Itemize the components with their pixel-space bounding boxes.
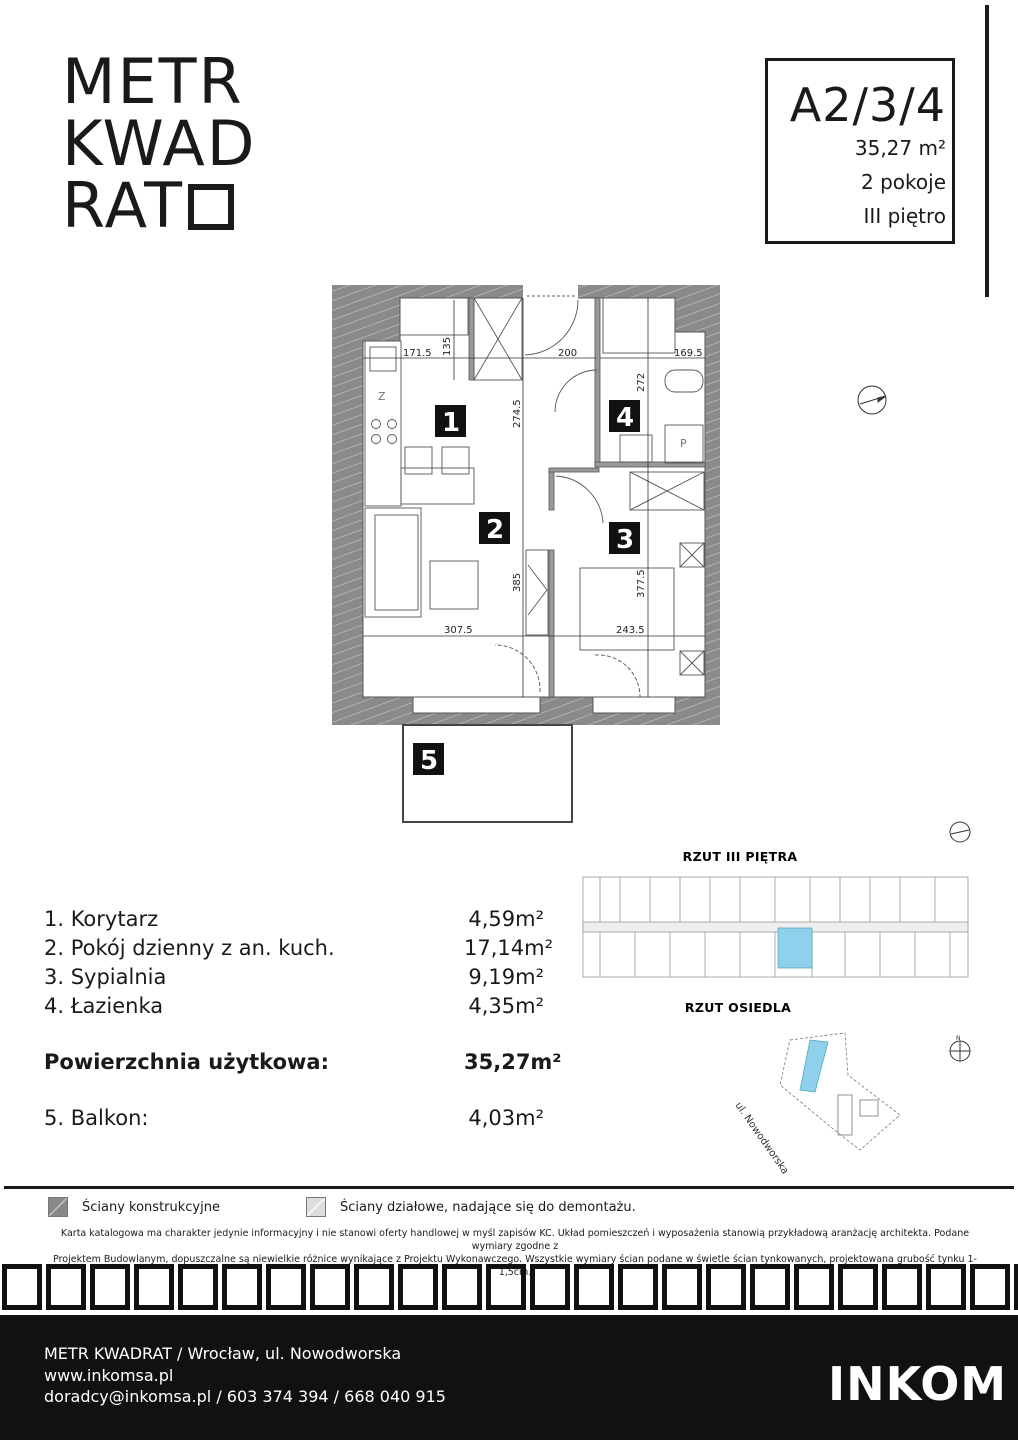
room-row: 3. Sypialnia 9,19m² <box>44 963 544 992</box>
room-area: 4,59m² <box>468 907 544 931</box>
footer-address: METR KWADRAT / Wrocław, ul. Nowodworska <box>44 1344 402 1363</box>
estate-plan-title: RZUT OSIEDLA <box>685 1000 791 1015</box>
compass-icon <box>857 385 971 1062</box>
floor-overview <box>582 876 969 978</box>
room-area: 4,35m² <box>468 994 544 1018</box>
fridge-label: Z <box>378 390 386 403</box>
logo-line-2: KWAD <box>62 107 257 180</box>
room-name: 3. Sypialnia <box>44 965 167 989</box>
dim-label: 243.5 <box>616 625 645 636</box>
unit-floor: III piętro <box>863 204 946 228</box>
footer: METR KWADRAT / Wrocław, ul. Nowodworska … <box>0 1315 1018 1440</box>
inkom-logo: INKOM <box>828 1357 1008 1411</box>
room-name: 2. Pokój dzienny z an. kuch. <box>44 936 335 960</box>
street-label: ul. Nowodworska <box>733 1100 791 1176</box>
balcony-area: 4,03m² <box>468 1106 544 1130</box>
legend-label: Ściany konstrukcyjne <box>82 1199 220 1215</box>
room-area: 17,14m² <box>464 936 553 960</box>
logo: METR KWAD RAT <box>62 45 257 238</box>
decorative-strip <box>0 1264 1018 1312</box>
balcony-label: 5. Balkon: <box>44 1106 149 1130</box>
unit-info-box: A2/3/4 35,27 m² 2 pokoje III piętro <box>765 58 955 244</box>
dim-label: 274.5 <box>512 399 523 428</box>
total-row: Powierzchnia użytkowa: 35,27m² <box>44 1048 562 1077</box>
legend-partition: Ściany działowe, nadające się do demonta… <box>306 1197 636 1217</box>
floor-plan: 171.5 135 200 169.5 274.5 272 385 377.5 … <box>332 284 971 1176</box>
disclaimer-line: Projektem Budowlanym, dopuszczalne są ni… <box>53 1254 977 1278</box>
dim-label: 307.5 <box>444 625 473 636</box>
room-list: 1. Korytarz 4,59m² 2. Pokój dzienny z an.… <box>44 905 562 1133</box>
room-name: 4. Łazienka <box>44 994 164 1018</box>
room-row: 1. Korytarz 4,59m² <box>44 905 544 934</box>
dim-label: 272 <box>636 373 647 392</box>
room-number-2: 2 <box>486 515 504 545</box>
room-number-4: 4 <box>616 403 634 433</box>
room-row: 4. Łazienka 4,35m² <box>44 992 544 1021</box>
room-area: 9,19m² <box>468 965 544 989</box>
room-number-3: 3 <box>616 525 634 555</box>
footer-contact[interactable]: doradcy@inkomsa.pl / 603 374 394 / 668 0… <box>44 1387 446 1406</box>
north-label: N <box>956 1035 961 1042</box>
footer-website[interactable]: www.inkomsa.pl <box>44 1365 174 1385</box>
logo-square-icon <box>188 184 235 230</box>
divider <box>985 5 989 297</box>
unit-rooms: 2 pokoje <box>861 170 946 194</box>
unit-area: 35,27 m² <box>854 136 946 160</box>
disclaimer-line: Karta katalogowa ma charakter jedynie in… <box>60 1228 970 1252</box>
dim-label: 135 <box>442 337 453 356</box>
estate-plan <box>779 1032 901 1151</box>
room-number-1: 1 <box>442 408 460 438</box>
room-row: 2. Pokój dzienny z an. kuch. 17,14m² <box>44 934 553 963</box>
total-area: 35,27m² <box>464 1050 562 1074</box>
dimension-labels: 171.5 135 200 169.5 274.5 272 385 377.5 … <box>378 337 703 636</box>
legend-structural: Ściany konstrukcyjne <box>48 1197 220 1217</box>
partition-swatch-icon <box>306 1197 326 1217</box>
room-name: 1. Korytarz <box>44 907 159 931</box>
dim-label: 200 <box>558 348 577 359</box>
separator <box>4 1186 1014 1189</box>
balcony-row: 5. Balkon: 4,03m² <box>44 1104 544 1133</box>
unit-code: A2/3/4 <box>789 78 946 132</box>
structural-swatch-icon <box>48 1197 68 1217</box>
disclaimer: Karta katalogowa ma charakter jedynie in… <box>40 1227 990 1279</box>
dim-label: 171.5 <box>403 348 432 359</box>
room-number-5: 5 <box>420 746 438 776</box>
dim-label: 385 <box>512 573 523 592</box>
dim-label: 169.5 <box>674 348 703 359</box>
logo-line-3: RAT <box>62 169 185 242</box>
logo-line-1: METR <box>62 45 244 118</box>
dim-label: 377.5 <box>636 569 647 598</box>
washer-label: P <box>680 437 687 450</box>
unit-highlight <box>777 927 813 969</box>
legend-label: Ściany działowe, nadające się do demonta… <box>340 1199 636 1215</box>
total-label: Powierzchnia użytkowa: <box>44 1050 329 1074</box>
floor-plan-title: RZUT III PIĘTRA <box>683 849 798 864</box>
